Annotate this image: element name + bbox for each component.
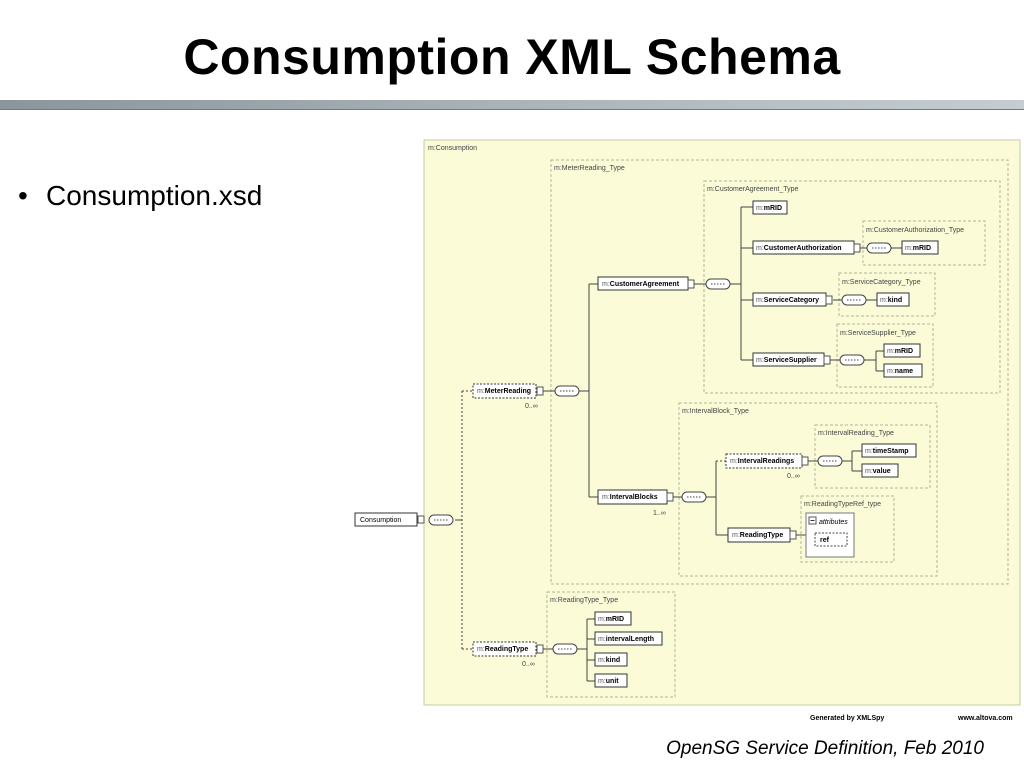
expand-toggle-icon[interactable] <box>853 243 861 253</box>
element-name: Consumption <box>360 517 401 524</box>
service-category-type-frame <box>838 272 936 317</box>
reading-type-ref-type-label: m:ReadingTypeRef_type <box>804 501 881 508</box>
reading-type-type-label: m:ReadingType_Type <box>550 597 618 604</box>
element-customer-agreement[interactable]: m:CustomerAgreement <box>597 276 695 291</box>
element-reading-type-kind[interactable]: m:kind <box>594 652 628 667</box>
svg-text:m:CustomerAuthorization: m:CustomerAuthorization <box>756 245 842 252</box>
element-interval-length[interactable]: m:intervalLength <box>594 631 663 646</box>
svg-text:m:mRID: m:mRID <box>905 245 931 252</box>
interval-reading-type-frame <box>814 424 931 489</box>
bullet-item: • Consumption.xsd <box>18 180 262 212</box>
expand-toggle-icon[interactable] <box>801 456 809 466</box>
attribute-ref[interactable] <box>814 532 848 547</box>
customer-authorization-type-frame <box>862 220 986 266</box>
bullet-dot-icon: • <box>18 180 28 211</box>
sequence-compositor <box>817 455 843 467</box>
slide-footer: OpenSG Service Definition, Feb 2010 <box>666 738 984 759</box>
meter-reading-type-frame <box>550 159 1009 585</box>
svg-text:m:mRID: m:mRID <box>598 616 624 623</box>
attributes-label: attributes <box>819 519 848 526</box>
element-customer-authorization[interactable]: m:CustomerAuthorization <box>752 240 861 255</box>
svg-text:m:timeStamp: m:timeStamp <box>865 448 909 455</box>
cardinality-label: 1..∞ <box>653 510 666 517</box>
svg-text:m:kind: m:kind <box>880 297 902 304</box>
element-service-category-kind[interactable]: m:kind <box>876 292 910 307</box>
service-supplier-type-label: m:ServiceSupplier_Type <box>840 330 916 337</box>
svg-text:m:intervalLength: m:intervalLength <box>598 636 654 643</box>
element-mrid[interactable]: m:mRID <box>752 200 788 215</box>
service-category-type-label: m:ServiceCategory_Type <box>842 279 921 286</box>
svg-text:m:ServiceCategory: m:ServiceCategory <box>756 297 819 304</box>
element-reading-type-mrid[interactable]: m:mRID <box>594 611 632 626</box>
element-service-supplier[interactable]: m:ServiceSupplier <box>752 352 831 367</box>
sequence-compositor <box>841 294 867 306</box>
cardinality-label: 0..∞ <box>787 473 800 480</box>
customer-agreement-type-label: m:CustomerAgreement_Type <box>707 186 799 193</box>
sequence-compositor <box>554 385 580 397</box>
svg-text:m:ServiceSupplier: m:ServiceSupplier <box>756 357 817 364</box>
generated-by-label: Generated by XMLSpy <box>810 715 884 722</box>
customer-agreement-type-frame <box>703 180 1001 394</box>
interval-block-type-frame <box>678 402 938 577</box>
reading-type-type-frame <box>546 591 676 698</box>
expand-toggle-icon[interactable] <box>823 355 831 365</box>
element-unit[interactable]: m:unit <box>594 673 628 688</box>
svg-text:m:mRID: m:mRID <box>756 205 782 212</box>
cardinality-label: 0..∞ <box>525 403 538 410</box>
slide-title: Consumption XML Schema <box>183 29 841 85</box>
element-customer-authorization-mrid[interactable]: m:mRID <box>901 240 939 255</box>
svg-text:m:IntervalBlocks: m:IntervalBlocks <box>602 494 658 501</box>
outer-type-label: m:Consumption <box>428 145 477 152</box>
element-service-category[interactable]: m:ServiceCategory <box>752 292 833 307</box>
interval-block-type-label: m:IntervalBlock_Type <box>682 408 749 415</box>
meter-reading-type-label: m:MeterReading_Type <box>554 165 625 172</box>
bullet-text: Consumption.xsd <box>46 180 263 211</box>
attribute-ref-label: ref <box>820 537 830 544</box>
element-meter-reading[interactable]: m:MeterReading 0..∞ <box>472 383 544 410</box>
element-time-stamp[interactable]: m:timeStamp <box>861 443 917 458</box>
sequence-compositor <box>552 643 578 655</box>
element-consumption[interactable]: Consumption <box>354 512 425 527</box>
expand-toggle-icon[interactable] <box>417 515 425 524</box>
altova-link[interactable]: www.altova.com <box>957 715 1013 722</box>
expand-toggle-icon[interactable] <box>666 492 674 502</box>
title-divider <box>0 100 1024 110</box>
svg-text:m:MeterReading: m:MeterReading <box>477 388 531 395</box>
sequence-compositor <box>705 278 731 290</box>
svg-text:m:kind: m:kind <box>598 657 620 664</box>
reading-type-ref-type-frame <box>800 495 895 563</box>
element-interval-blocks[interactable]: m:IntervalBlocks 1..∞ <box>597 489 674 517</box>
svg-text:m:value: m:value <box>865 468 891 475</box>
svg-text:m:ReadingType: m:ReadingType <box>732 532 783 539</box>
element-interval-readings[interactable]: m:IntervalReadings 0..∞ <box>725 453 809 480</box>
sequence-compositor <box>866 242 892 254</box>
expand-toggle-icon[interactable] <box>536 386 544 396</box>
diagram-panel <box>423 139 1021 706</box>
sequence-compositor <box>839 354 865 366</box>
element-reading-type[interactable]: m:ReadingType 0..∞ <box>472 641 544 668</box>
expand-toggle-icon[interactable] <box>536 644 544 654</box>
svg-text:m:unit: m:unit <box>598 678 619 685</box>
interval-reading-type-label: m:IntervalReading_Type <box>818 430 894 437</box>
svg-text:m:mRID: m:mRID <box>887 348 913 355</box>
svg-text:m:name: m:name <box>887 368 913 375</box>
element-reading-type-ref[interactable]: m:ReadingType <box>727 527 797 543</box>
element-value[interactable]: m:value <box>861 463 899 478</box>
expand-toggle-icon[interactable] <box>687 279 695 289</box>
bullet-list: • Consumption.xsd <box>18 180 262 212</box>
expand-toggle-icon[interactable] <box>789 530 797 540</box>
attributes-group[interactable]: attributes ref <box>805 512 855 558</box>
sequence-compositor <box>428 514 454 526</box>
svg-text:m:CustomerAgreement: m:CustomerAgreement <box>602 281 680 288</box>
service-supplier-type-frame <box>836 323 934 388</box>
customer-authorization-type-label: m:CustomerAuthorization_Type <box>866 227 964 234</box>
svg-text:m:ReadingType: m:ReadingType <box>477 646 528 653</box>
element-service-supplier-mrid[interactable]: m:mRID <box>883 343 921 358</box>
expand-toggle-icon[interactable] <box>825 295 833 305</box>
svg-text:m:IntervalReadings: m:IntervalReadings <box>730 458 794 465</box>
cardinality-label: 0..∞ <box>522 661 535 668</box>
element-service-supplier-name[interactable]: m:name <box>883 363 923 378</box>
sequence-compositor <box>681 491 707 503</box>
